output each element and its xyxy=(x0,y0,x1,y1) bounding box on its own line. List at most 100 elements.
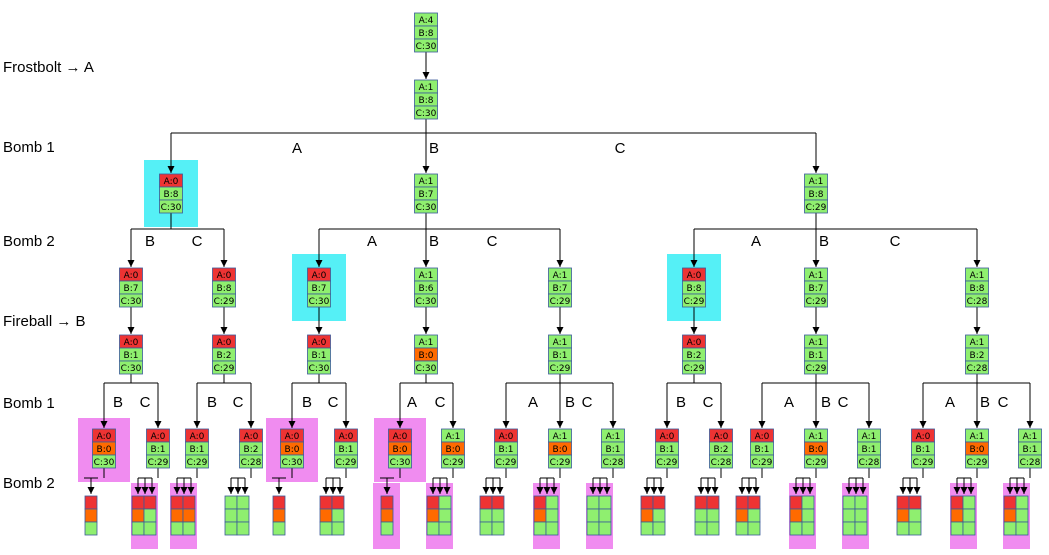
node-cell-label: A:0 xyxy=(312,271,327,281)
state-node: A:0B:1C:29 xyxy=(494,428,518,469)
leaf-cell xyxy=(1015,521,1029,536)
leaf-mini-grid xyxy=(789,495,815,536)
leaf-mini-grid xyxy=(533,495,559,536)
node-cell-label: C:28 xyxy=(241,458,262,468)
edge-label: B xyxy=(113,394,123,411)
node-cell-label: B:0 xyxy=(446,445,461,455)
leaf-mini-grid xyxy=(1003,495,1029,536)
node-cell-label: C:30 xyxy=(416,203,437,213)
state-node: A:0B:1C:29 xyxy=(146,428,170,469)
leaf-cell xyxy=(789,508,803,523)
leaf-cell xyxy=(706,495,720,510)
node-cell-label: C:30 xyxy=(416,42,437,52)
node-cell-label: A:0 xyxy=(312,338,327,348)
leaf-mini-grid xyxy=(842,495,868,536)
edge-label: A xyxy=(367,233,377,250)
edge-label: B xyxy=(145,233,155,250)
leaf-cell xyxy=(380,495,394,510)
node-cell-label: B:8 xyxy=(217,284,232,294)
state-node: A:1B:2C:28 xyxy=(965,334,989,375)
state-node: A:0B:1C:30 xyxy=(307,334,331,375)
leaf-cell xyxy=(896,495,910,510)
node-cell-label: B:0 xyxy=(285,445,300,455)
node-cell-label: C:30 xyxy=(416,364,437,374)
node-cell-label: C:30 xyxy=(121,364,142,374)
node-cell xyxy=(239,454,263,469)
node-cell-label: B:2 xyxy=(970,351,985,361)
edge-label: C xyxy=(192,233,203,250)
leaf-mini-grid xyxy=(84,495,98,536)
leaf-cell xyxy=(84,495,98,510)
node-cell xyxy=(548,454,572,469)
leaf-cell xyxy=(640,521,654,536)
edge-label: C xyxy=(140,394,151,411)
node-cell-label: C:29 xyxy=(550,364,571,374)
leaf-cell xyxy=(598,508,612,523)
row-label: Fireball → B xyxy=(3,313,86,330)
leaf-cell xyxy=(706,521,720,536)
leaf-mini-grid xyxy=(694,495,720,536)
state-node: A:1B:0C:29 xyxy=(548,428,572,469)
state-node: A:1B:1C:29 xyxy=(548,334,572,375)
node-cell-label: C:29 xyxy=(684,364,705,374)
leaf-cell xyxy=(854,521,868,536)
edge-label: C xyxy=(615,140,626,157)
node-cell-label: C:30 xyxy=(309,364,330,374)
state-node: A:1B:0C:30 xyxy=(414,334,438,375)
node-cell-label: C:29 xyxy=(806,203,827,213)
node-cell xyxy=(965,454,989,469)
leaf-cell xyxy=(896,508,910,523)
node-cell xyxy=(804,293,828,308)
node-cell-label: B:0 xyxy=(809,445,824,455)
state-node: A:1B:6C:30 xyxy=(414,267,438,308)
node-cell-label: B:1 xyxy=(660,445,675,455)
leaf-cell xyxy=(131,495,145,510)
state-node: A:0B:0C:30 xyxy=(92,428,116,469)
leaf-cell xyxy=(1015,495,1029,510)
leaf-cell xyxy=(319,508,333,523)
state-node: A:0B:8C:30 xyxy=(159,173,183,214)
state-node: A:1B:1C:28 xyxy=(1018,428,1042,469)
node-cell-label: B:2 xyxy=(714,445,729,455)
node-cell-label: A:1 xyxy=(1023,432,1038,442)
node-cell-label: B:7 xyxy=(809,284,824,294)
state-node: A:1B:0C:29 xyxy=(441,428,465,469)
node-cell-label: C:30 xyxy=(282,458,303,468)
edge-label: C xyxy=(998,394,1009,411)
leaf-cell xyxy=(1015,508,1029,523)
node-layer: A:4B:8C:30A:1B:8C:30A:0B:8C:30A:1B:7C:30… xyxy=(84,12,1042,536)
node-cell-label: B:1 xyxy=(553,351,568,361)
leaf-cell xyxy=(545,521,559,536)
leaf-cell xyxy=(236,495,250,510)
row-label: Bomb 1 xyxy=(3,139,55,156)
leaf-cell xyxy=(319,521,333,536)
leaf-cell xyxy=(694,521,708,536)
leaf-cell xyxy=(319,495,333,510)
node-cell xyxy=(119,360,143,375)
node-cell-label: C:29 xyxy=(550,297,571,307)
state-node: A:0B:1C:29 xyxy=(750,428,774,469)
leaf-cell xyxy=(426,508,440,523)
node-cell-label: B:7 xyxy=(553,284,568,294)
edge-label: A xyxy=(784,394,794,411)
node-cell-label: C:29 xyxy=(752,458,773,468)
node-cell-label: C:29 xyxy=(550,458,571,468)
leaf-cell xyxy=(533,508,547,523)
leaf-cell xyxy=(533,495,547,510)
leaf-mini-grid xyxy=(735,495,761,536)
leaf-cell xyxy=(170,508,184,523)
leaf-mini-grid xyxy=(586,495,612,536)
edge-label: A xyxy=(751,233,761,250)
node-cell xyxy=(185,454,209,469)
node-cell-label: B:2 xyxy=(217,351,232,361)
node-cell-label: A:0 xyxy=(190,432,205,442)
leaf-mini-grid xyxy=(896,495,922,536)
node-cell xyxy=(965,293,989,308)
node-cell-label: A:1 xyxy=(446,432,461,442)
node-cell xyxy=(441,454,465,469)
state-node: A:1B:0C:29 xyxy=(965,428,989,469)
state-node: A:0B:8C:29 xyxy=(212,267,236,308)
node-cell-label: B:8 xyxy=(970,284,985,294)
leaf-cell xyxy=(854,508,868,523)
